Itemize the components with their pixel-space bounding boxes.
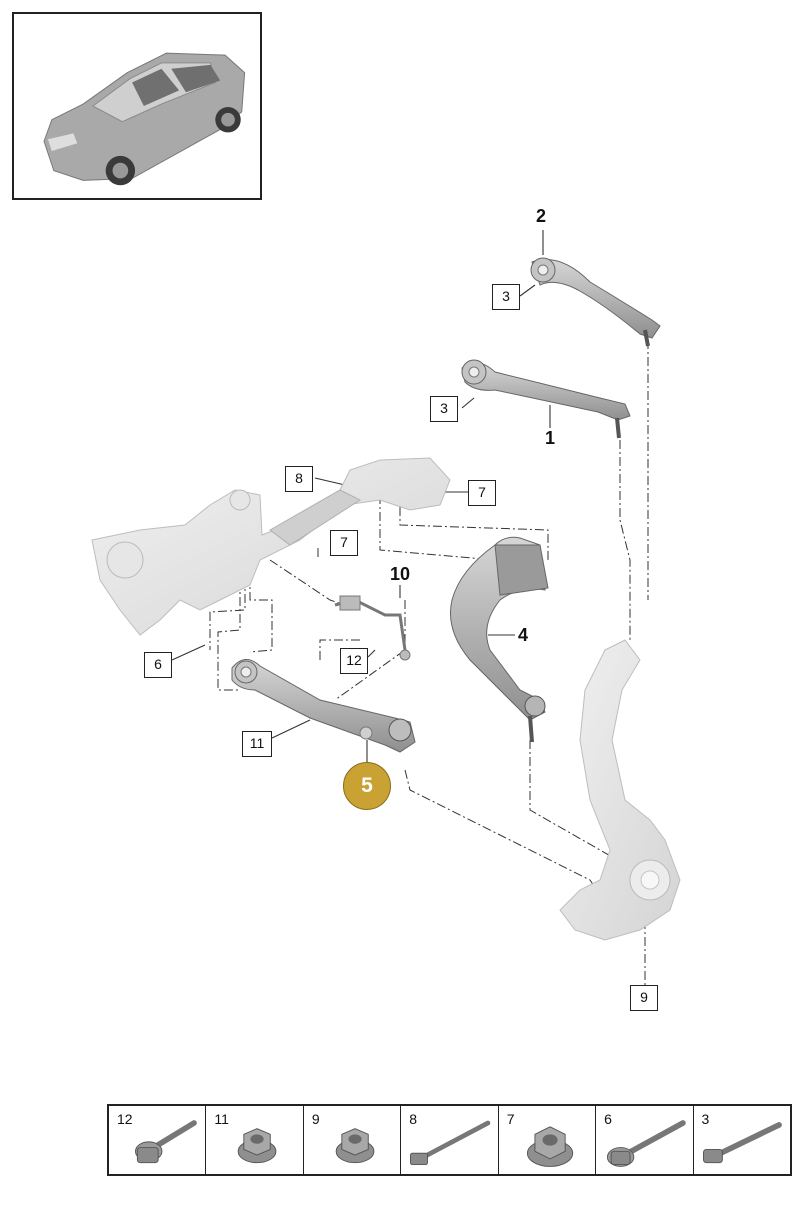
upper-control-arm-2 — [530, 257, 661, 347]
flange-bolt-icon — [135, 1120, 197, 1164]
solid-leader-lines — [171, 230, 551, 762]
lower-control-arm-5 — [231, 659, 416, 753]
wheel-carrier — [559, 639, 681, 941]
legend-item-3[interactable]: 3 — [694, 1106, 790, 1174]
callout-12[interactable]: 12 — [340, 648, 368, 674]
flange-bolt-icon — [607, 1120, 686, 1167]
label-1[interactable]: 1 — [545, 428, 556, 448]
label-10[interactable]: 10 — [390, 564, 411, 584]
flange-nut-icon — [335, 1128, 375, 1164]
legend-num: 7 — [506, 1111, 515, 1127]
suv-icon — [43, 52, 246, 186]
bolt-icon — [702, 1122, 782, 1164]
callout-11[interactable]: 11 — [242, 731, 272, 757]
legend-num: 12 — [117, 1111, 133, 1127]
subframe — [91, 457, 451, 636]
callout-8[interactable]: 8 — [285, 466, 313, 492]
legend-num: 3 — [701, 1111, 710, 1127]
callout-9[interactable]: 9 — [630, 985, 658, 1011]
legend-num: 9 — [311, 1111, 320, 1127]
label-4[interactable]: 4 — [518, 625, 529, 645]
hardware-legend: 12 11 9 8 7 — [107, 1104, 792, 1176]
label-2[interactable]: 2 — [536, 206, 547, 226]
lower-arm-4 — [449, 536, 549, 743]
dashed-leader-lines — [209, 340, 649, 985]
long-bolt-icon — [410, 1120, 491, 1166]
legend-item-11[interactable]: 11 — [206, 1106, 304, 1174]
flange-nut-icon — [238, 1128, 277, 1164]
vehicle-thumbnail — [12, 12, 262, 200]
callout-7-right[interactable]: 7 — [468, 480, 496, 506]
callout-3-upper[interactable]: 3 — [492, 284, 520, 310]
legend-item-8[interactable]: 8 — [401, 1106, 499, 1174]
legend-item-9[interactable]: 9 — [304, 1106, 402, 1174]
legend-item-7[interactable]: 7 — [499, 1106, 597, 1174]
legend-item-6[interactable]: 6 — [596, 1106, 694, 1174]
callout-7-left[interactable]: 7 — [330, 530, 358, 556]
level-sensor-linkage — [334, 595, 411, 661]
flange-nut-icon — [526, 1126, 573, 1167]
upper-control-arm-1 — [461, 359, 631, 439]
legend-num: 11 — [214, 1111, 229, 1127]
callout-6[interactable]: 6 — [144, 652, 172, 678]
legend-num: 8 — [409, 1111, 418, 1127]
callout-3-lower[interactable]: 3 — [430, 396, 458, 422]
legend-item-12[interactable]: 12 — [109, 1106, 207, 1174]
highlighted-part-5[interactable]: 5 — [343, 762, 391, 810]
legend-num: 6 — [604, 1111, 612, 1127]
